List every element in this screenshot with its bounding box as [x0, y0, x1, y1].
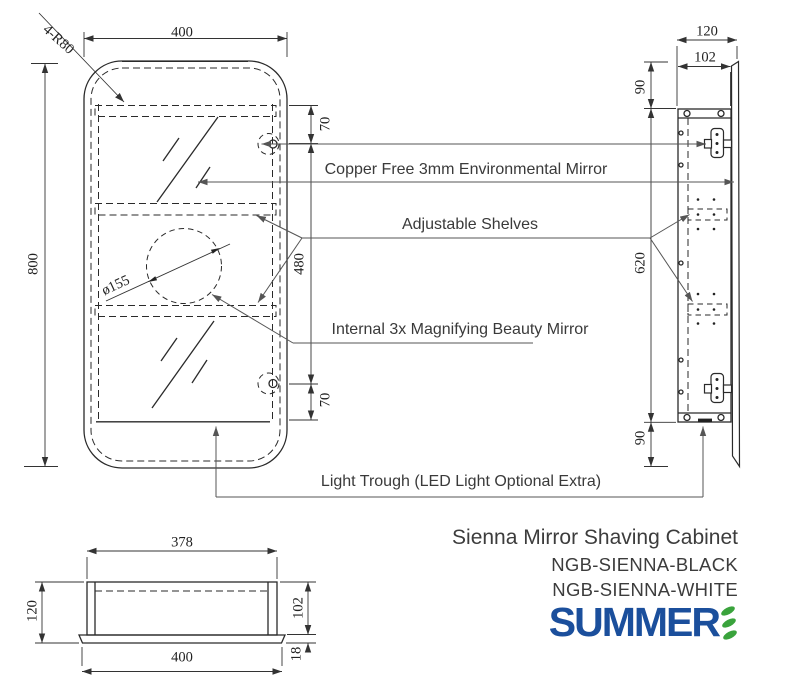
- brand-logo-text: SUMMER: [548, 599, 721, 645]
- dim-side-body-span: 620: [632, 252, 649, 274]
- dim-front-width: 400: [171, 24, 193, 41]
- dim-bottom-inner-width: 378: [171, 534, 193, 551]
- front-view-drawing: [83, 60, 288, 469]
- dim-side-depth-total: 120: [696, 23, 718, 40]
- annotation-mirror: Copper Free 3mm Environmental Mirror: [324, 161, 608, 178]
- model-number-white: NGB-SIENNA-WHITE: [552, 579, 738, 600]
- side-view-drawing: [677, 60, 741, 469]
- model-number-black: NGB-SIENNA-BLACK: [551, 554, 738, 575]
- title-block: Sienna Mirror Shaving Cabinet NGB-SIENNA…: [400, 524, 738, 602]
- annotation-light-trough: Light Trough (LED Light Optional Extra): [320, 473, 602, 490]
- dim-side-depth-body: 102: [694, 49, 716, 66]
- dim-side-top-overhang: 90: [632, 79, 649, 95]
- dim-bottom-body-height: 102: [290, 597, 307, 619]
- dim-hinge-bottom-offset: 70: [317, 392, 334, 408]
- dim-bottom-outer-width: 400: [171, 649, 193, 666]
- annotation-magnifier: Internal 3x Magnifying Beauty Mirror: [331, 321, 589, 338]
- bottom-view-drawing: [78, 581, 286, 644]
- dim-bottom-trim-height: 18: [288, 646, 305, 662]
- dim-hinge-top-offset: 70: [317, 116, 334, 132]
- dim-bottom-height-total: 120: [24, 600, 41, 622]
- annotation-shelves: Adjustable Shelves: [401, 216, 539, 233]
- dim-hinge-spacing: 480: [291, 253, 308, 275]
- brand-logo: SUMMER: [400, 602, 740, 644]
- brand-leaves-icon: [721, 606, 737, 640]
- annotation-leaders: [198, 140, 734, 498]
- product-title: Sienna Mirror Shaving Cabinet: [452, 526, 738, 549]
- dim-side-bottom-overhang: 90: [632, 430, 649, 446]
- dim-front-height: 800: [25, 253, 42, 275]
